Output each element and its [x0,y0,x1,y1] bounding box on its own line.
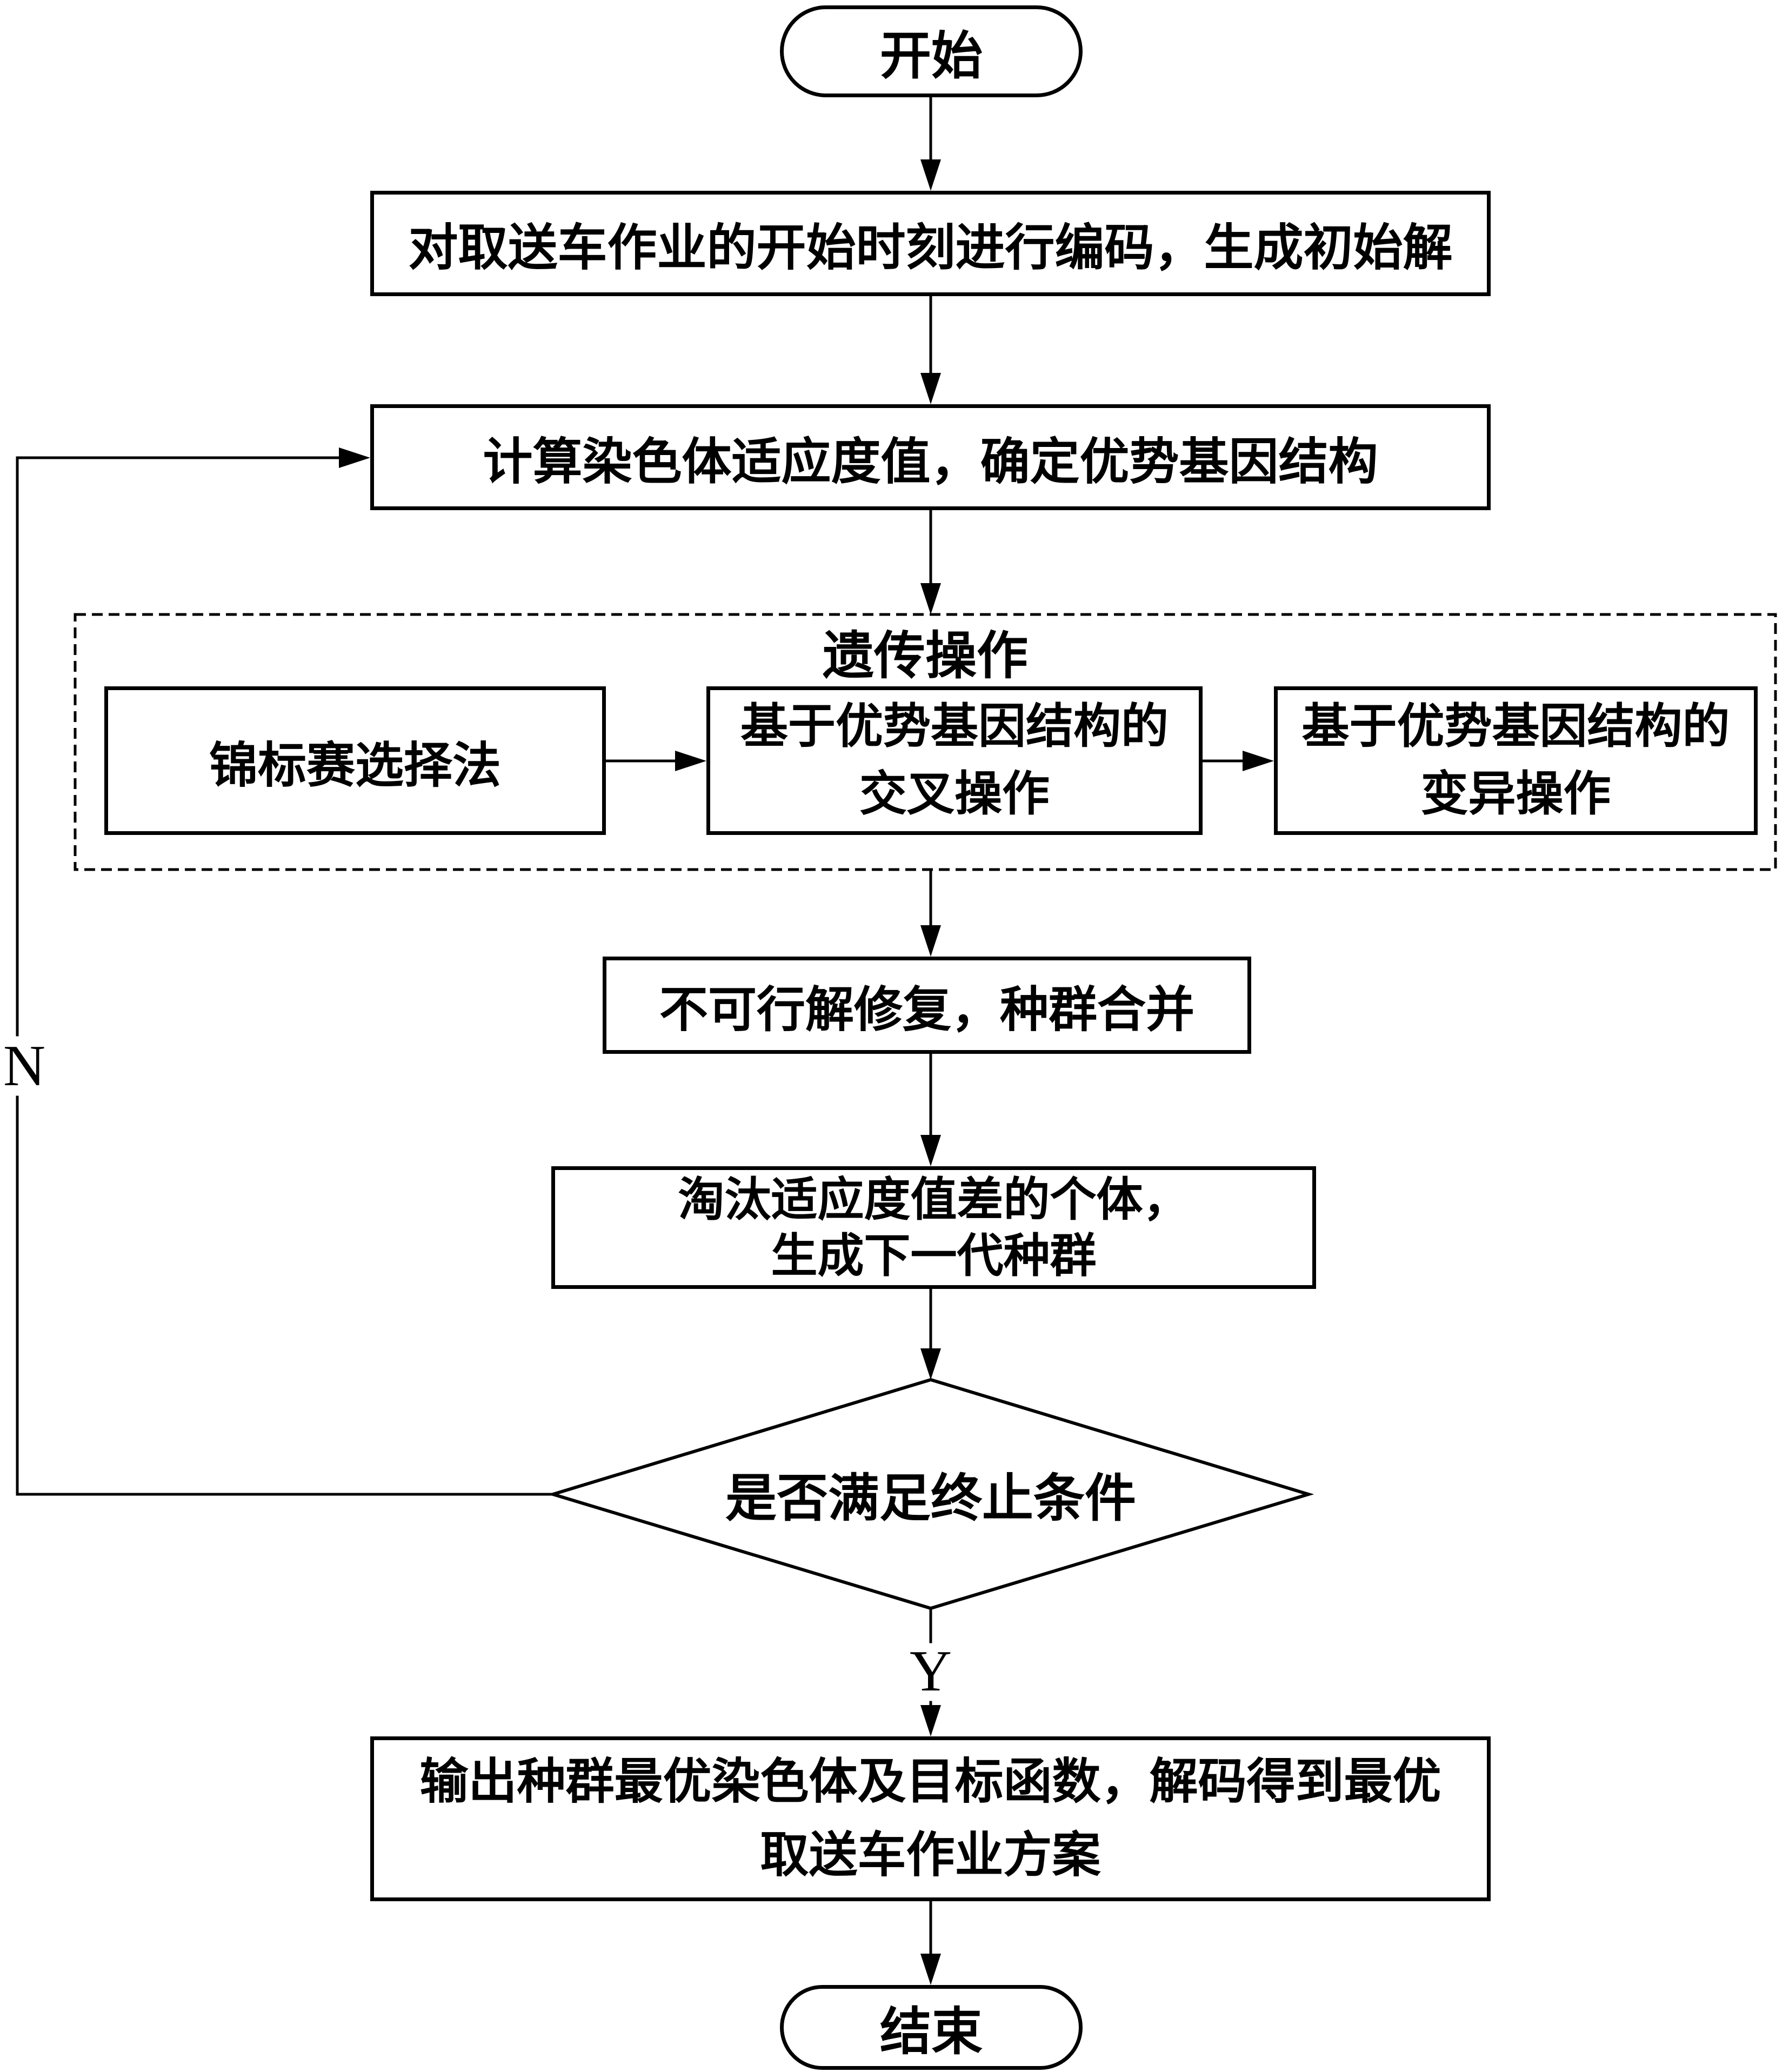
start-label: 开始 [879,27,983,85]
encode-label: 对取送车作业的开始时刻进行编码，生成初始解 [408,220,1453,276]
crossover-step-box: 基于优势基因结构的 交叉操作 [706,686,1203,835]
yes-branch-label: Y [890,1639,971,1703]
genetic-group-dashed-border [74,613,1777,871]
mutation-step-box: 基于优势基因结构的 变异操作 [1274,686,1758,835]
selection-label: 锦标赛选择法 [209,739,501,793]
end-label: 结束 [879,2003,983,2061]
genetic-group-title: 遗传操作 [75,620,1775,685]
repair-step-box: 不可行解修复，种群合并 [603,957,1251,1054]
no-branch-arrowhead [339,447,370,468]
flow-arrows [604,96,1245,1956]
genetic-group-title-text: 遗传操作 [822,627,1028,685]
mutation-label-line1: 基于优势基因结构的 [1301,700,1730,753]
flow-arrowheads [675,159,1274,1985]
mutation-label-line2: 变异操作 [1420,768,1611,821]
fitness-label: 计算染色体适应度值，确定优势基因结构 [483,434,1378,490]
output-step-box: 输出种群最优染色体及目标函数，解码得到最优 取送车作业方案 [370,1736,1491,1901]
no-branch-text: N [3,1034,45,1098]
next-generation-label-line1: 淘汰适应度值差的个体， [678,1173,1190,1226]
termination-decision: 是否满足终止条件 [553,1380,1309,1608]
start-terminator: 开始 [780,5,1083,97]
fitness-step-box: 计算染色体适应度值，确定优势基因结构 [370,404,1491,510]
selection-step-box: 锦标赛选择法 [104,686,606,835]
no-branch-label: N [0,1034,49,1098]
repair-label: 不可行解修复，种群合并 [659,984,1194,1037]
output-label-line1: 输出种群最优染色体及目标函数，解码得到最优 [419,1755,1441,1809]
next-generation-step-box: 淘汰适应度值差的个体， 生成下一代种群 [551,1166,1316,1289]
encode-step-box: 对取送车作业的开始时刻进行编码，生成初始解 [370,191,1491,296]
end-terminator: 结束 [780,1985,1083,2070]
no-branch-connector [16,456,555,1496]
crossover-label-line2: 交叉操作 [859,768,1050,821]
yes-branch-text: Y [910,1639,952,1703]
next-generation-label-line2: 生成下一代种群 [771,1229,1097,1282]
output-label-line2: 取送车作业方案 [760,1828,1101,1882]
termination-decision-label: 是否满足终止条件 [725,1470,1136,1527]
crossover-label-line1: 基于优势基因结构的 [740,700,1169,753]
